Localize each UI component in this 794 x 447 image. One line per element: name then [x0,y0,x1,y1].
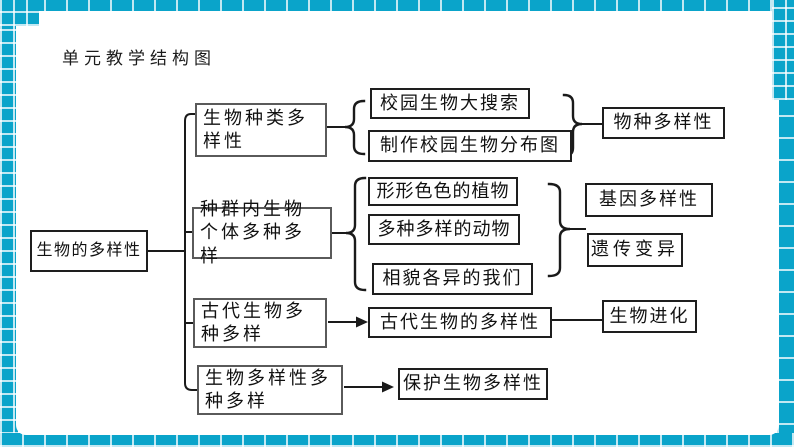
frame-top-border [0,0,794,13]
node-group2-child3: 相貌各异的我们 [372,263,533,295]
node-root: 生物的多样性 [30,230,148,272]
node-group4-head: 生物多样性多种多样 [197,365,343,415]
node-group2-head: 种群内生物个体多种多样 [192,199,332,266]
node-group2-result2: 遗传变异 [587,233,683,267]
node-group1-head: 生物种类多样性 [195,103,327,157]
frame-left-border [0,0,18,447]
frame-right-border [777,0,794,447]
node-group3-result: 生物进化 [602,300,697,333]
node-group1-result: 物种多样性 [602,107,725,139]
frame-bottom-border [0,433,794,447]
slide-title: 单元教学结构图 [62,49,216,68]
node-group1-child1: 校园生物大搜索 [370,88,530,119]
node-group3-head: 古代生物多种多样 [193,298,327,348]
node-group4-middle: 保护生物多样性 [398,368,548,400]
node-group1-child2: 制作校园生物分布图 [368,130,572,162]
frame-corner-top-left [0,0,39,26]
node-group2-result1: 基因多样性 [585,183,713,217]
node-group3-middle: 古代生物的多样性 [368,307,552,338]
node-group2-child1: 形形色色的植物 [368,177,518,206]
frame-corner-top-right [772,0,794,100]
node-group2-child2: 多种多样的动物 [368,214,520,245]
